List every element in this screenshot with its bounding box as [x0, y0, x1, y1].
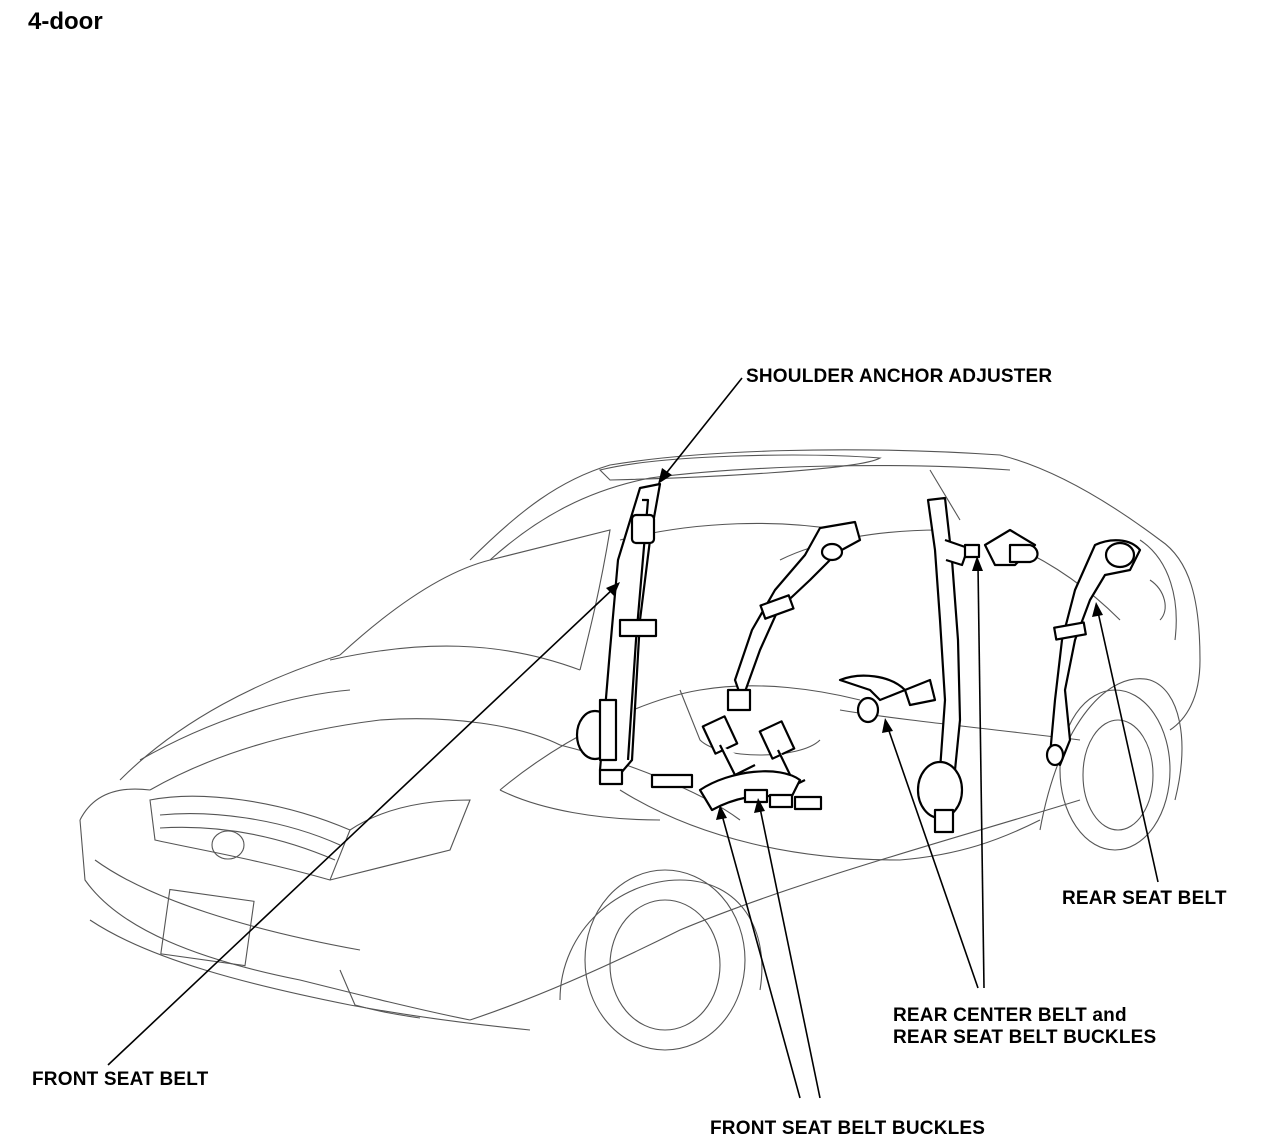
- label-shoulder-anchor-adjuster: SHOULDER ANCHOR ADJUSTER: [746, 366, 1053, 387]
- label-front-seat-belt-buckles: FRONT SEAT BELT BUCKLES: [710, 1118, 986, 1139]
- front-seat-belt-assembly: [575, 482, 662, 786]
- label-rear-center-belt-line2: REAR SEAT BELT BUCKLES: [893, 1027, 1157, 1048]
- label-rear-seat-belt: REAR SEAT BELT: [1062, 888, 1227, 909]
- car-body-outline: [79, 449, 1201, 1051]
- diagram-title: 4-door: [28, 8, 103, 35]
- rear-seat-belt-assembly: [1008, 539, 1142, 767]
- rear-center-belt-assembly: [838, 496, 1037, 834]
- label-rear-center-belt-line1: REAR CENTER BELT and: [893, 1005, 1127, 1026]
- passenger-seat-belt-assembly: [726, 520, 862, 712]
- label-front-seat-belt: FRONT SEAT BELT: [32, 1069, 209, 1090]
- front-buckles: [650, 715, 823, 812]
- leader-lines: [107, 377, 1159, 1099]
